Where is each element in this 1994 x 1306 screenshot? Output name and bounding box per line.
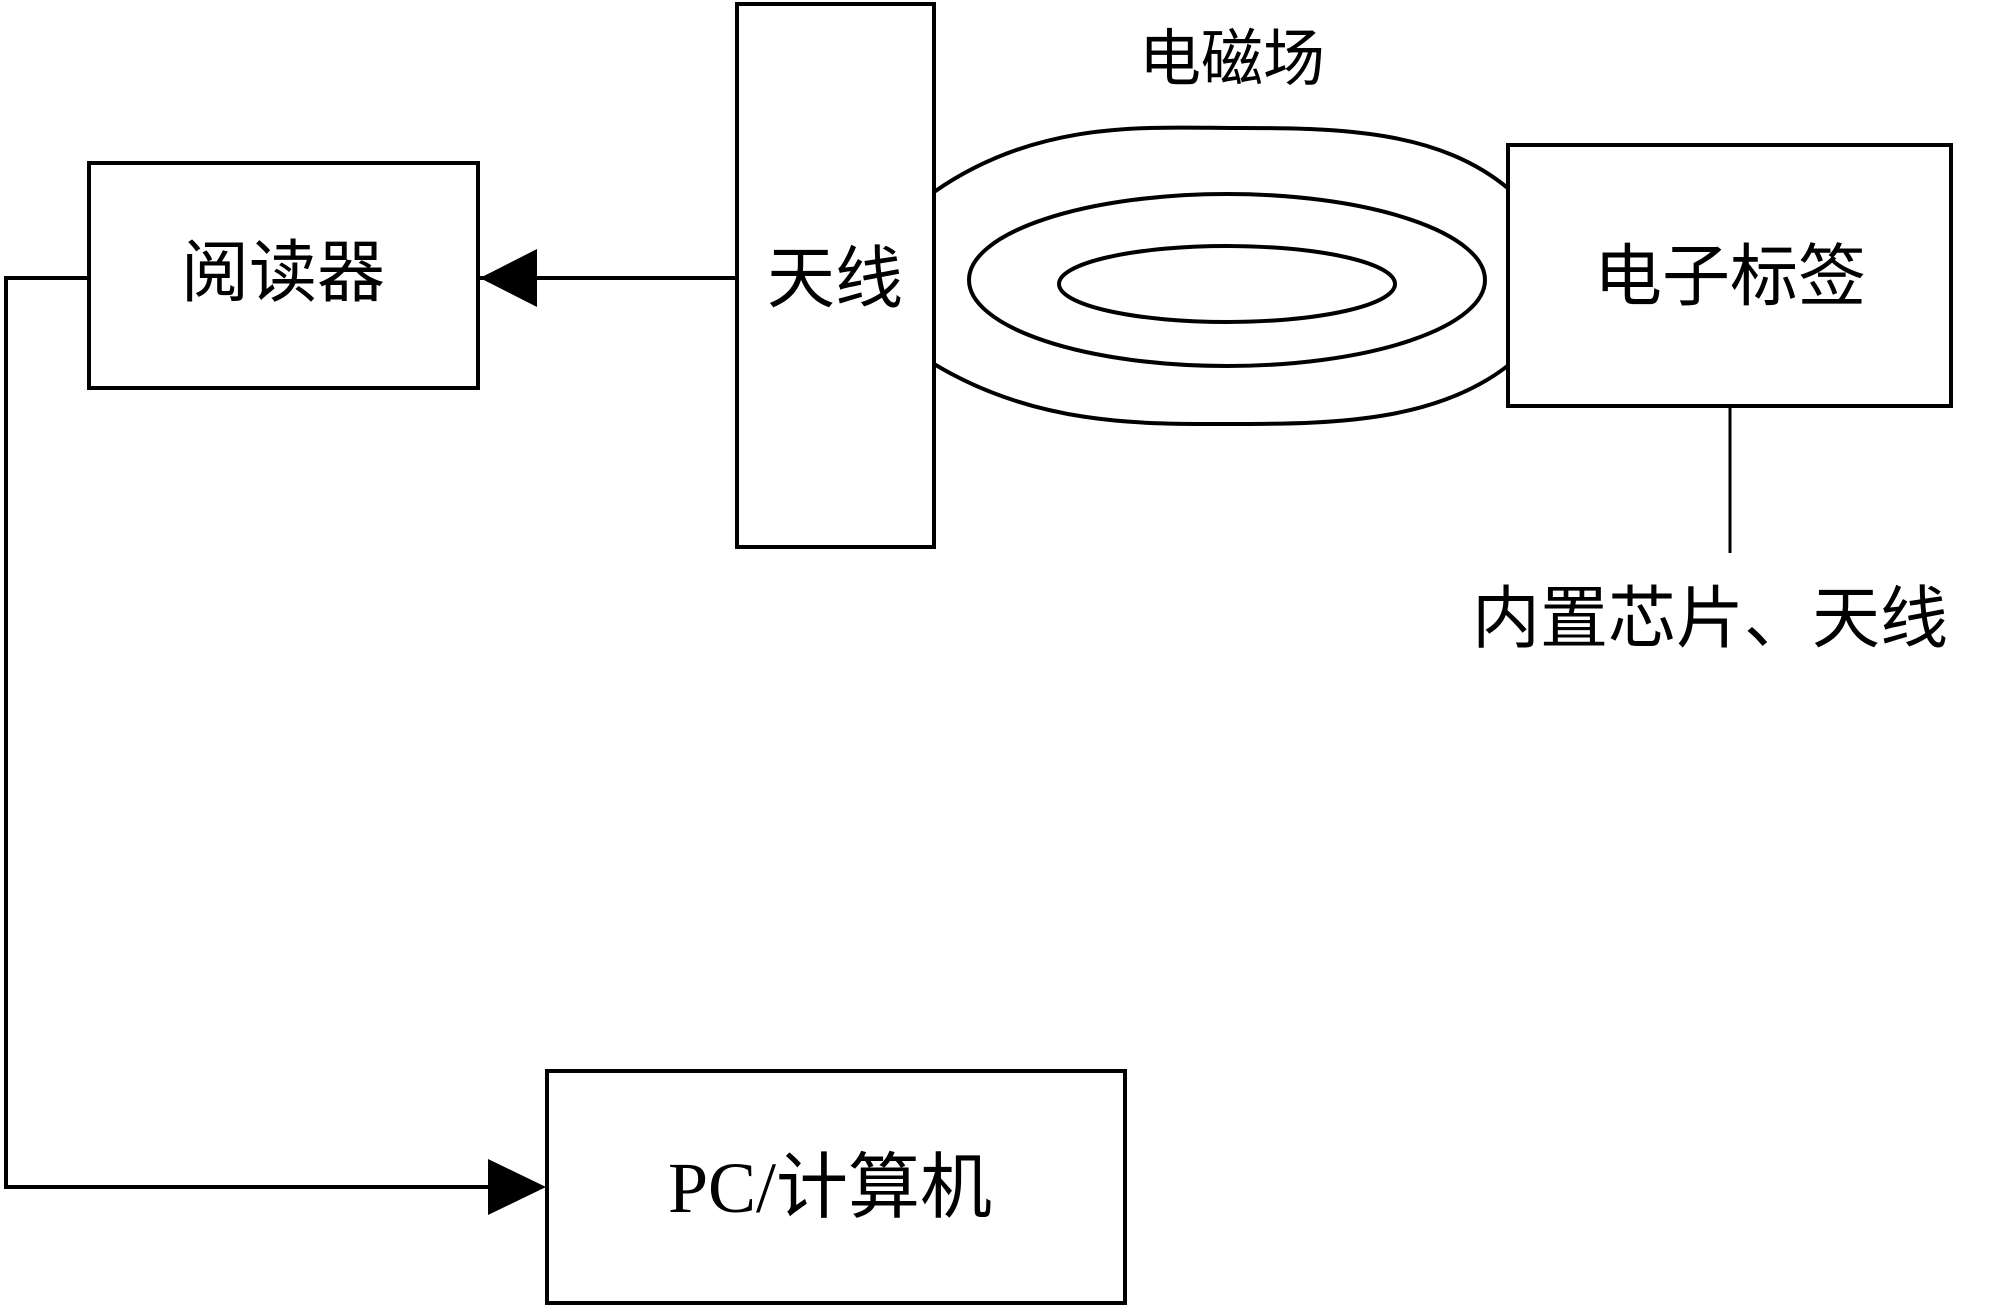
field-middle-ellipse: [967, 192, 1487, 368]
tag-box: [1506, 143, 1953, 408]
antenna-box: [735, 2, 936, 549]
tag-node: 电子标签: [1506, 143, 1953, 408]
pc-node: PC/计算机: [545, 1069, 1127, 1305]
reader-to-pc-connector: [4, 276, 490, 1189]
pc-label: PC/计算机: [668, 1148, 992, 1228]
field-outer-arc-top: [932, 125, 1512, 194]
electromagnetic-field: [932, 125, 1512, 427]
field-outer-arc-bottom: [932, 362, 1512, 427]
reader-box: [87, 161, 480, 390]
reader-label: 阅读器: [181, 235, 385, 311]
reader-to-pc-arrowhead: [488, 1159, 546, 1215]
reader-node: 阅读器: [87, 161, 480, 390]
tag-label: 电子标签: [1594, 239, 1866, 315]
pc-box: [545, 1069, 1127, 1305]
antenna-to-reader-arrowhead: [480, 249, 537, 307]
tag-note-label: 内置芯片、天线: [1472, 581, 1948, 657]
antenna-label: 天线: [767, 241, 903, 317]
antenna-node: 天线: [735, 2, 936, 549]
field-inner-ellipse: [1057, 244, 1397, 324]
field-label: 电磁场: [1139, 26, 1325, 94]
